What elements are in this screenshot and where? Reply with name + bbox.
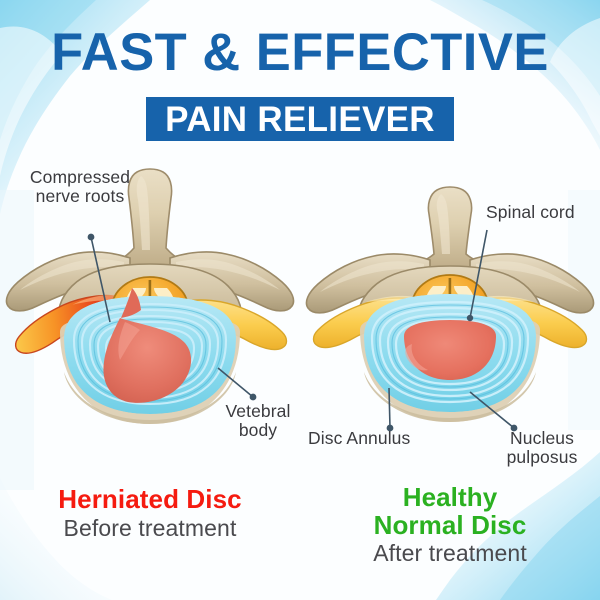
leader-vetebral-body xyxy=(217,367,254,398)
banner-label: PAIN RELIEVER xyxy=(165,100,435,139)
callout-compressed-nerve-roots: Compressed nerve roots xyxy=(29,167,131,206)
leader-compressed-nerve xyxy=(90,236,111,323)
diagram-herniated xyxy=(5,168,295,424)
callout-vetebral-body: Vetebral body xyxy=(225,401,291,440)
page-title: FAST & EFFECTIVE xyxy=(51,23,549,82)
caption-left-title: Herniated Disc xyxy=(58,484,242,514)
leader-spinal-cord xyxy=(469,229,488,319)
watercolor-bottom-left xyxy=(0,478,112,600)
banner-background xyxy=(146,97,454,141)
callout-disc-annulus: Disc Annulus xyxy=(308,428,411,448)
caption-right-title: Healthy Normal Disc xyxy=(373,482,527,541)
watercolor-top-right xyxy=(430,0,600,150)
caption-left-subtitle: Before treatment xyxy=(63,515,237,541)
callout-nucleus-pulposus: Nucleus pulposus xyxy=(506,428,578,467)
callout-spinal-cord: Spinal cord xyxy=(486,202,575,222)
herniation-protrusion-left xyxy=(121,288,141,318)
leader-disc-annulus xyxy=(388,387,391,429)
nucleus-pulposus-right xyxy=(404,320,496,380)
caption-right-subtitle: After treatment xyxy=(373,540,527,566)
diagram-healthy xyxy=(305,186,595,422)
leader-nucleus-pulposus xyxy=(469,391,515,429)
